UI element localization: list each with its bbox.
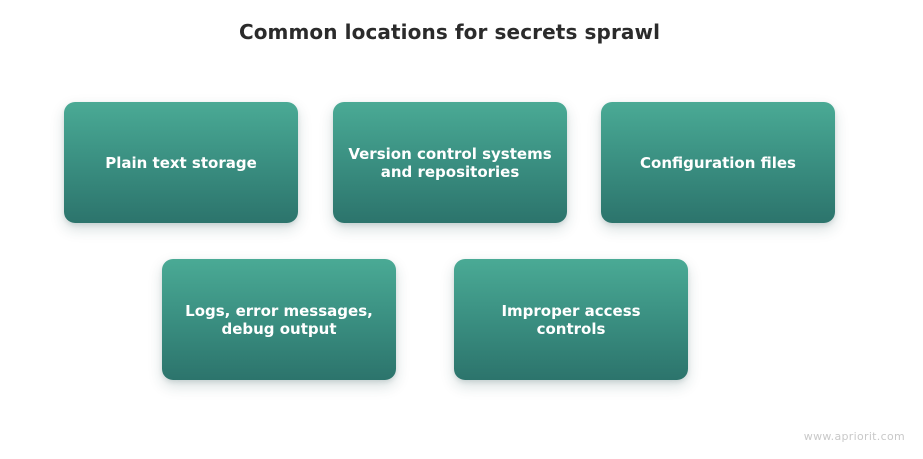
watermark-url: www.apriorit.com <box>803 430 905 443</box>
card-label: Version control systems and repositories <box>348 144 552 181</box>
diagram-title: Common locations for secrets sprawl <box>238 20 661 44</box>
card-configuration-files: Configuration files <box>601 102 835 223</box>
card-logs-errors-debug: Logs, error messages, debug output <box>162 259 396 380</box>
card-plain-text-storage: Plain text storage <box>64 102 298 223</box>
card-version-control: Version control systems and repositories <box>333 102 567 223</box>
card-label: Plain text storage <box>105 153 257 172</box>
card-label: Improper access controls <box>501 301 641 338</box>
card-label: Logs, error messages, debug output <box>185 301 373 338</box>
card-improper-access-controls: Improper access controls <box>454 259 688 380</box>
card-label: Configuration files <box>640 153 796 172</box>
